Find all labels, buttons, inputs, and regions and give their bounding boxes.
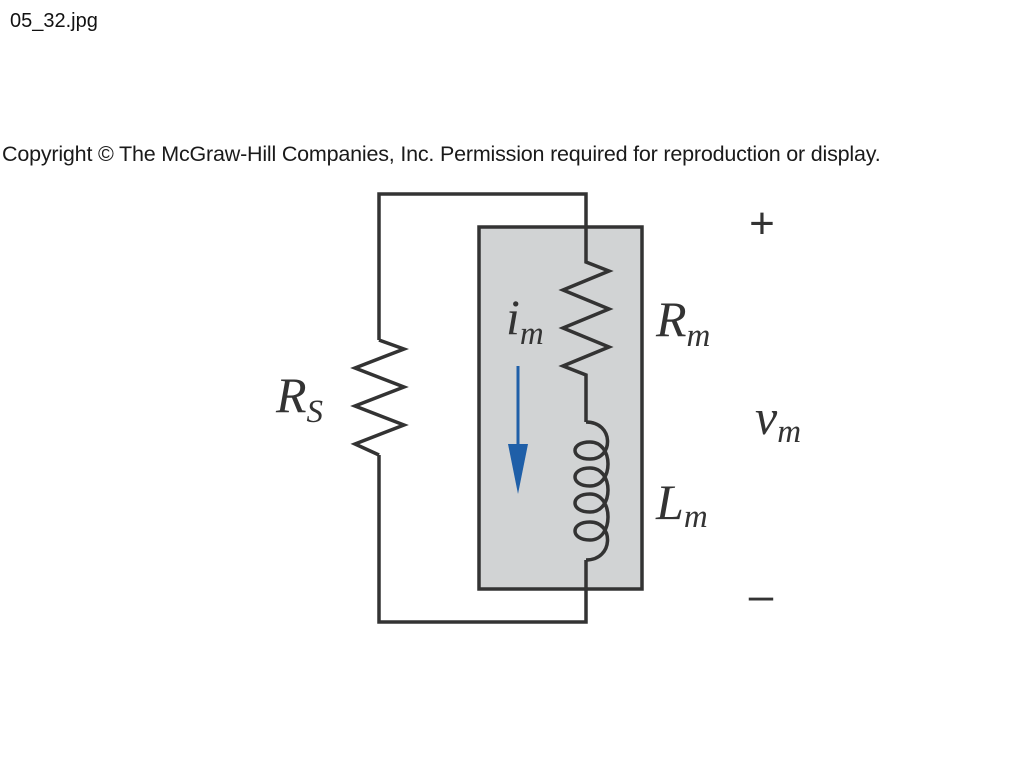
meter-box [477, 225, 644, 591]
label-lm: Lm [655, 474, 708, 535]
outer-wire [377, 192, 588, 340]
label-rm: Rm [655, 291, 710, 354]
resistor-rs [350, 338, 409, 457]
polarity-plus: + [749, 199, 775, 248]
label-vm: vm [755, 389, 801, 450]
resistor-rm [558, 227, 614, 422]
polarity-minus: – [749, 571, 774, 620]
current-arrow-head [508, 444, 528, 494]
label-rs: RS [275, 367, 323, 430]
copyright-notice: Copyright © The McGraw-Hill Companies, I… [2, 142, 881, 166]
inductor-lm [573, 420, 610, 562]
image-filename: 05_32.jpg [10, 10, 98, 32]
outer-wire-bottom [377, 455, 588, 624]
label-im: im [506, 289, 544, 352]
